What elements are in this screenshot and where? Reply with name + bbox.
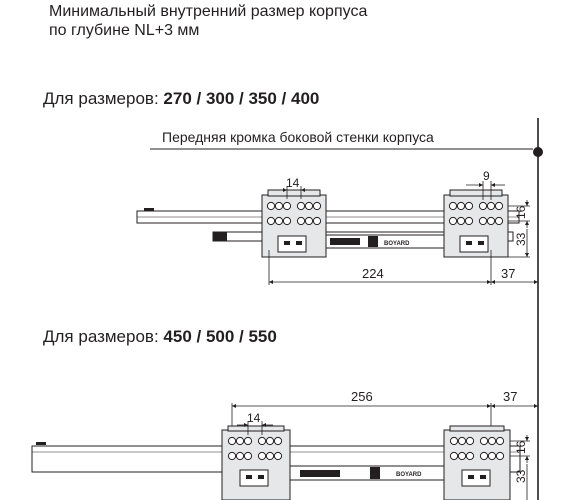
dimension-9-1 <box>466 181 505 200</box>
mounting-block-left-2 <box>221 425 291 500</box>
dim-span-1: 224 <box>362 266 384 281</box>
dimension-14-1 <box>276 186 312 199</box>
dimension-span-1 <box>268 250 538 285</box>
section-heading-2: Для размеров: 450 / 500 / 550 <box>43 327 277 347</box>
dim-hole-spacing-2: 14 <box>247 411 261 425</box>
drawing-2: 256 37 BOYARD <box>31 389 538 500</box>
dim-offset-2: 37 <box>503 389 517 404</box>
section-2-sizes: 450 / 500 / 550 <box>163 327 277 346</box>
dim-hole-spacing-1: 14 <box>286 176 300 190</box>
dim-hole-spacing-right-1: 9 <box>483 169 490 183</box>
section-2-prefix: Для размеров: <box>43 327 164 346</box>
dim-height-top-2: 16 <box>514 440 528 454</box>
section-1-sizes: 270 / 300 / 350 / 400 <box>163 89 320 108</box>
brand-mark-2: BOYARD <box>396 472 422 478</box>
intro-line-1: Минимальный внутренний размер корпуса <box>49 3 368 20</box>
drawing-1: BOYARD <box>136 169 538 285</box>
dim-height-bottom-1: 33 <box>514 232 528 246</box>
dimension-heights-1 <box>508 200 530 258</box>
mounting-block-right-2 <box>443 425 511 500</box>
front-edge-label: Передняя кромка боковой стенки корпуса <box>162 129 434 145</box>
front-edge-dot <box>533 147 543 157</box>
mounting-block-right-1 <box>443 189 509 258</box>
intro-line-2: по глубине NL+3 мм <box>49 22 200 39</box>
dim-height-bottom-2: 33 <box>514 469 528 483</box>
section-1-prefix: Для размеров: <box>43 89 164 108</box>
brand-mark-1: BOYARD <box>384 241 410 247</box>
dim-span-2: 256 <box>351 389 373 404</box>
section-heading-1: Для размеров: 270 / 300 / 350 / 400 <box>43 89 319 109</box>
dimension-14-2 <box>237 421 273 435</box>
dimension-heights-2 <box>510 435 530 500</box>
mounting-block-left-1 <box>261 189 327 258</box>
dim-offset-1: 37 <box>501 266 515 281</box>
dim-height-top-1: 16 <box>514 205 528 219</box>
